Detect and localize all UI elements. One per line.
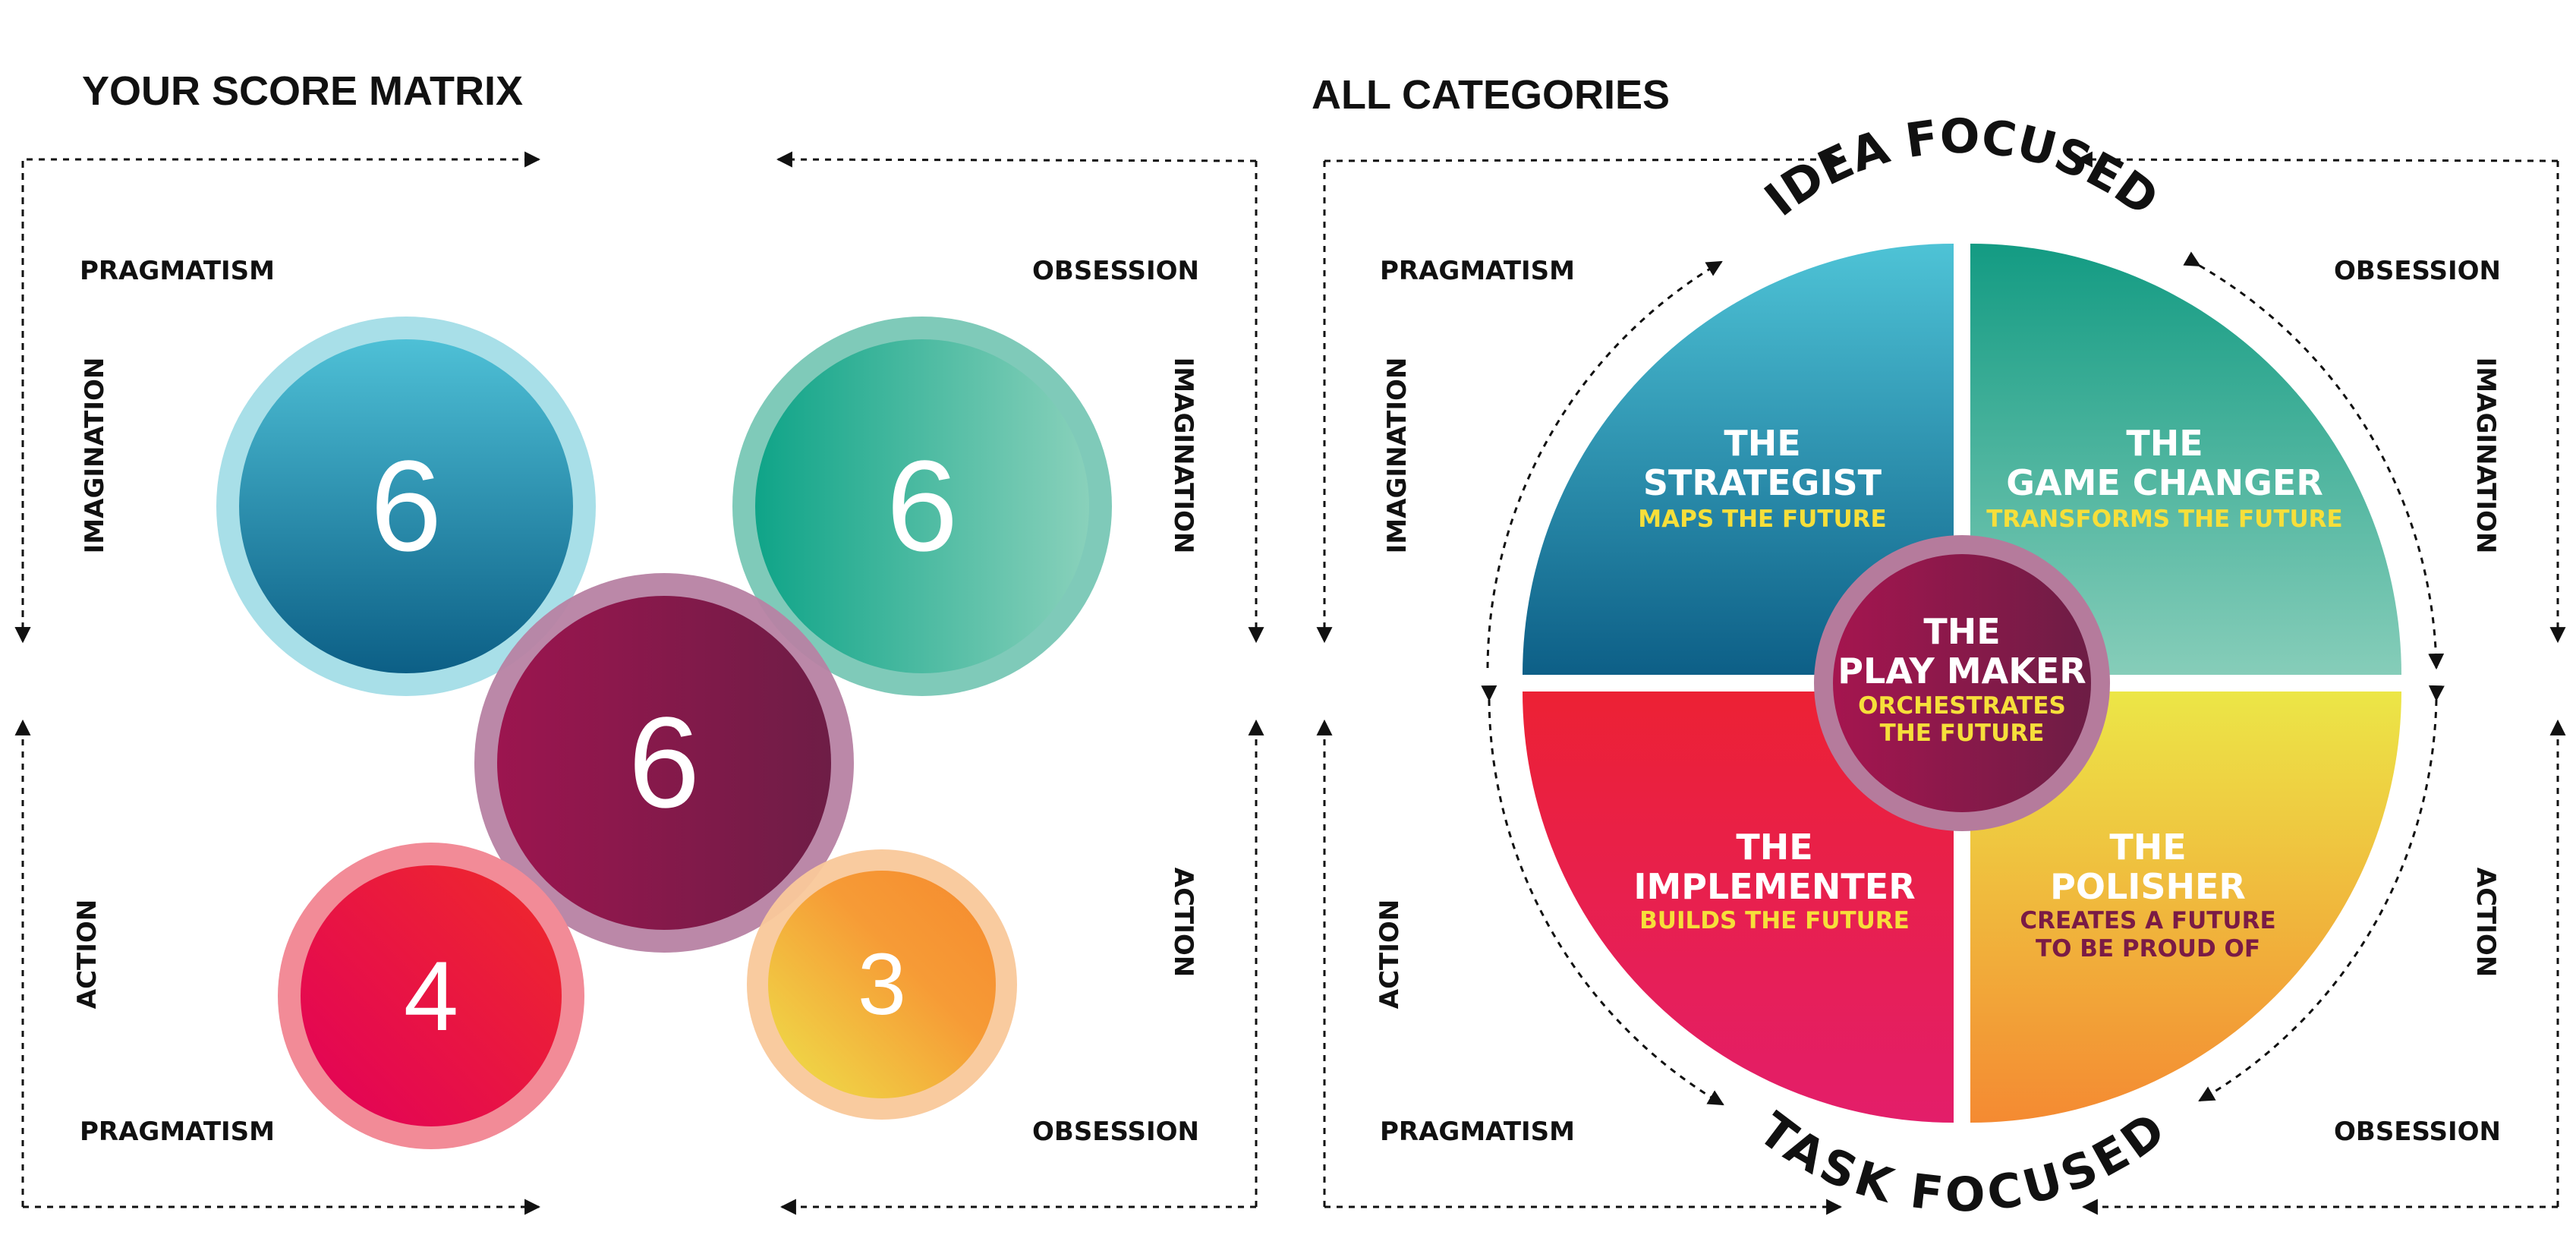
game-changer-subtitle: TRANSFORMS THE FUTURE: [1986, 506, 2342, 533]
polisher-subtitle-1: CREATES A FUTURE: [2020, 907, 2275, 934]
score-game-changer: 6: [886, 434, 959, 578]
implementer-line2: IMPLEMENTER: [1633, 866, 1915, 907]
arc-arrow-bottom-right: [2198, 685, 2445, 1102]
bubble-polisher: 3: [747, 849, 1017, 1120]
play-maker-subtitle-1: ORCHESTRATES: [1858, 692, 2066, 720]
arc-arrow-top-right: [2183, 251, 2445, 670]
right-side-label-right-upper: IMAGINATION: [2471, 358, 2501, 554]
polisher-line2: POLISHER: [2050, 866, 2246, 907]
score-strategist: 6: [370, 434, 442, 578]
play-maker-subtitle-2: THE FUTURE: [1880, 720, 2045, 747]
corner-label-top-right: OBSESSION: [1032, 256, 1199, 286]
bubble-game-changer: 6: [732, 317, 1112, 696]
quadrant-strategist: [1523, 244, 1954, 675]
polisher-subtitle-2: TO BE PROUD OF: [2036, 935, 2260, 962]
right-corner-label-bottom-left: PRAGMATISM: [1380, 1117, 1575, 1147]
frame-arrow-top-right: [776, 151, 1257, 168]
side-label-left-lower: ACTION: [72, 899, 102, 1009]
play-maker-line1: THE: [1923, 611, 2000, 652]
center-play-maker: THE PLAY MAKER ORCHESTRATES THE FUTURE: [1814, 535, 2110, 831]
score-play-maker: 6: [628, 691, 701, 835]
task-focused-label: TASK FOCUSED: [1749, 1101, 2175, 1222]
quadrant-game-changer: [1970, 244, 2401, 675]
score-matrix-panel: YOUR SCORE MATRIX PRAGMATISM OBSESSION P…: [14, 68, 1264, 1215]
idea-focused-label: IDEA FOCUSED: [1754, 109, 2168, 227]
quadrant-polisher: [1970, 692, 2401, 1123]
frame-arrow-right-panel-top-left: [1324, 151, 1843, 168]
right-corner-label-top-right: OBSESSION: [2334, 256, 2501, 286]
all-categories-panel: ALL CATEGORIES PRAGMATISM OBSESSION PRAG…: [1312, 72, 2566, 1222]
right-side-label-left-lower: ACTION: [1375, 899, 1405, 1009]
frame-arrow-right-panel-top-right: [2076, 151, 2559, 168]
score-polisher: 3: [858, 936, 906, 1033]
corner-label-top-left: PRAGMATISM: [80, 256, 275, 286]
corner-label-bottom-right: OBSESSION: [1032, 1117, 1199, 1147]
arc-arrow-top-left: [1486, 260, 1723, 669]
all-categories-title: ALL CATEGORIES: [1312, 72, 1670, 118]
play-maker-line2: PLAY MAKER: [1838, 651, 2086, 692]
quadrant-implementer: [1523, 692, 1954, 1123]
corner-label-bottom-left: PRAGMATISM: [80, 1117, 275, 1147]
bubble-play-maker: 6: [474, 573, 854, 953]
label-strategist: THE STRATEGIST MAPS THE FUTURE: [1638, 423, 1886, 533]
strategist-line2: STRATEGIST: [1643, 462, 1882, 503]
side-label-left-upper: IMAGINATION: [80, 358, 110, 554]
polisher-line1: THE: [2109, 827, 2186, 868]
implementer-line1: THE: [1736, 827, 1812, 868]
arc-arrow-bottom-left: [1481, 685, 1724, 1106]
strategist-subtitle: MAPS THE FUTURE: [1638, 506, 1886, 533]
side-label-right-upper: IMAGINATION: [1168, 358, 1198, 554]
game-changer-line1: THE: [2126, 423, 2203, 464]
score-matrix-title: YOUR SCORE MATRIX: [82, 68, 523, 114]
score-implementer: 4: [404, 940, 458, 1051]
right-side-label-left-upper: IMAGINATION: [1382, 358, 1412, 554]
bubble-implementer: 4: [278, 843, 584, 1149]
game-changer-line2: GAME CHANGER: [2006, 462, 2323, 503]
right-corner-label-bottom-right: OBSESSION: [2334, 1117, 2501, 1147]
label-game-changer: THE GAME CHANGER TRANSFORMS THE FUTURE: [1986, 423, 2342, 533]
frame-arrows-right: [1316, 151, 2566, 1215]
side-label-right-lower: ACTION: [1168, 868, 1198, 977]
bubble-strategist: 6: [216, 317, 596, 696]
right-side-label-right-lower: ACTION: [2471, 868, 2501, 977]
label-implementer: THE IMPLEMENTER BUILDS THE FUTURE: [1633, 827, 1915, 934]
strategist-line1: THE: [1724, 423, 1800, 464]
implementer-subtitle: BUILDS THE FUTURE: [1639, 907, 1910, 934]
label-polisher: THE POLISHER CREATES A FUTURE TO BE PROU…: [2020, 827, 2275, 962]
frame-arrows-left: [14, 151, 1264, 1215]
right-corner-label-top-left: PRAGMATISM: [1380, 256, 1575, 286]
